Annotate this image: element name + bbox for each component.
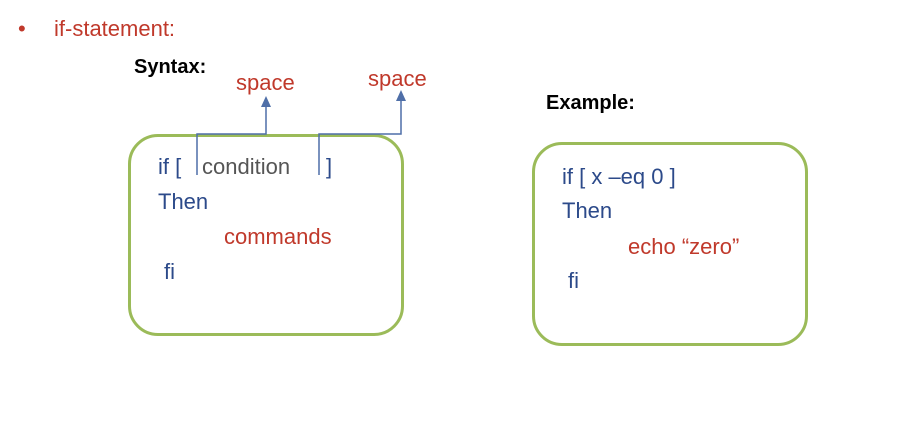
space-arrow-right bbox=[318, 100, 402, 175]
syntax-bracket-close: ] bbox=[326, 154, 333, 179]
syntax-fi: fi bbox=[164, 259, 175, 284]
section-heading: if-statement: bbox=[54, 16, 176, 41]
syntax-box bbox=[128, 134, 404, 336]
example-fi: fi bbox=[568, 268, 579, 293]
example-box bbox=[532, 142, 808, 346]
space-note-left: space bbox=[236, 70, 295, 95]
syntax-commands: commands bbox=[224, 224, 332, 249]
syntax-if-open: if [ bbox=[158, 154, 182, 179]
example-if-line: if [ x –eq 0 ] bbox=[562, 164, 676, 189]
example-label: Example: bbox=[546, 92, 635, 114]
example-echo: echo “zero” bbox=[628, 234, 740, 259]
example-then: Then bbox=[562, 198, 613, 223]
space-note-right: space bbox=[368, 66, 427, 91]
space-arrow-left bbox=[196, 106, 267, 175]
syntax-then: Then bbox=[158, 189, 209, 214]
arrowhead-left bbox=[261, 96, 271, 107]
syntax-label: Syntax: bbox=[134, 56, 207, 78]
syntax-condition: condition bbox=[202, 154, 291, 179]
arrowhead-right bbox=[396, 90, 406, 101]
bullet-marker: • bbox=[18, 16, 26, 41]
